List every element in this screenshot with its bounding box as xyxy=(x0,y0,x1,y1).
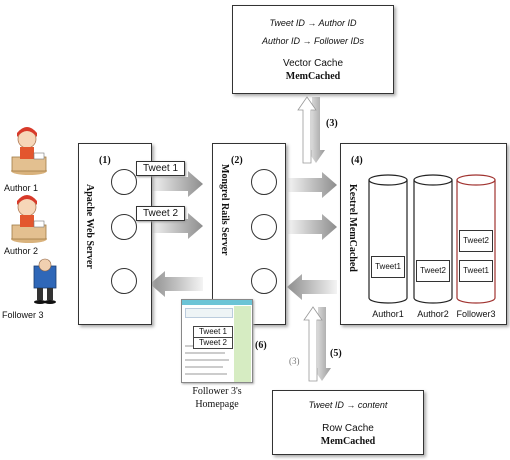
apache-request-circle-2 xyxy=(111,214,137,240)
homepage-header-bar xyxy=(182,300,252,305)
homepage-feed-line-3 xyxy=(185,359,229,361)
author2-figure-icon xyxy=(11,195,47,243)
queue-author1-item-1: Tweet1 xyxy=(371,256,405,278)
arrow-mongrel-to-kestrel-1 xyxy=(288,172,337,198)
kestrel-step-number: (4) xyxy=(351,155,363,166)
row-cache-title: Row Cache xyxy=(322,423,374,434)
queue-follower3-label: Follower3 xyxy=(456,309,496,319)
vector-cache-mapping-1: Tweet ID → Author ID xyxy=(269,18,357,28)
mongrel-request-circle-2 xyxy=(251,214,277,240)
tweet1-label: Tweet 1 xyxy=(136,161,186,176)
step-6-label: (6) xyxy=(255,340,267,351)
follower3-homepage-thumbnail xyxy=(181,299,253,383)
homepage-feed-line-2 xyxy=(185,352,225,354)
queue-author1-label: Author1 xyxy=(372,309,404,319)
queue-follower3-item-1: Tweet2 xyxy=(459,230,493,252)
arrow-vector-cache-down xyxy=(307,97,325,163)
arrow-row-cache-down xyxy=(313,307,331,381)
apache-step-number: (1) xyxy=(99,155,111,166)
step-3-secondary-label: (3) xyxy=(289,356,300,366)
author2-label: Author 2 xyxy=(4,246,39,256)
apache-request-circle-1 xyxy=(111,169,137,195)
queue-author1-cylinder xyxy=(368,174,408,304)
arrow-mongrel-to-apache xyxy=(150,271,203,297)
queue-author2-label: Author2 xyxy=(417,309,449,319)
homepage-input-area xyxy=(185,308,233,318)
tweet2-label: Tweet 2 xyxy=(136,206,186,221)
homepage-caption-line-1: Follower 3's xyxy=(192,386,242,397)
follower3-figure-icon xyxy=(33,258,57,304)
queue-author2-item-1: Tweet2 xyxy=(416,260,450,282)
mongrel-rails-server-box: (2) Mongrel Rails Server xyxy=(212,143,286,325)
author1-figure-icon xyxy=(11,127,47,175)
arrow-vector-cache-up xyxy=(297,96,317,164)
row-cache-subtitle: MemCached xyxy=(320,436,376,447)
homepage-feed-line-5 xyxy=(185,373,227,375)
arrow-kestrel-to-mongrel xyxy=(287,274,337,300)
step-3-label: (3) xyxy=(326,118,338,129)
apache-request-circle-3 xyxy=(111,268,137,294)
homepage-feed-line-4 xyxy=(185,366,223,368)
vector-cache-title: Vector Cache xyxy=(282,58,344,69)
row-cache-mapping: Tweet ID → content xyxy=(308,400,388,410)
vector-cache-box: Tweet ID → Author ID Author ID → Followe… xyxy=(232,5,394,94)
homepage-tweet-2: Tweet 2 xyxy=(193,337,233,349)
row-cache-box: Tweet ID → content Row Cache MemCached xyxy=(272,390,424,455)
apache-label: Apache Web Server xyxy=(84,184,95,269)
arrow-mongrel-to-kestrel-2 xyxy=(288,214,337,240)
vector-cache-subtitle: MemCached xyxy=(285,71,341,82)
homepage-sidebar xyxy=(234,306,251,382)
arrow-tweet1-apache-to-mongrel xyxy=(150,171,203,197)
queue-author2-cylinder xyxy=(413,174,453,304)
mongrel-label: Mongrel Rails Server xyxy=(219,164,230,256)
kestrel-label: Kestrel MemCached xyxy=(347,184,358,272)
mongrel-request-circle-3 xyxy=(251,268,277,294)
follower3-label: Follower 3 xyxy=(2,310,44,320)
kestrel-memcached-box: (4) Kestrel MemCached Tweet1 Author1 Twe… xyxy=(340,143,507,325)
arrow-row-cache-up xyxy=(303,306,323,382)
mongrel-request-circle-1 xyxy=(251,169,277,195)
step-5-label: (5) xyxy=(330,348,342,359)
queue-follower3-item-2: Tweet1 xyxy=(459,260,493,282)
vector-cache-mapping-2: Author ID → Follower IDs xyxy=(261,36,365,46)
author1-label: Author 1 xyxy=(4,183,39,193)
homepage-caption-line-2: Homepage xyxy=(195,399,239,410)
mongrel-step-number: (2) xyxy=(231,155,243,166)
